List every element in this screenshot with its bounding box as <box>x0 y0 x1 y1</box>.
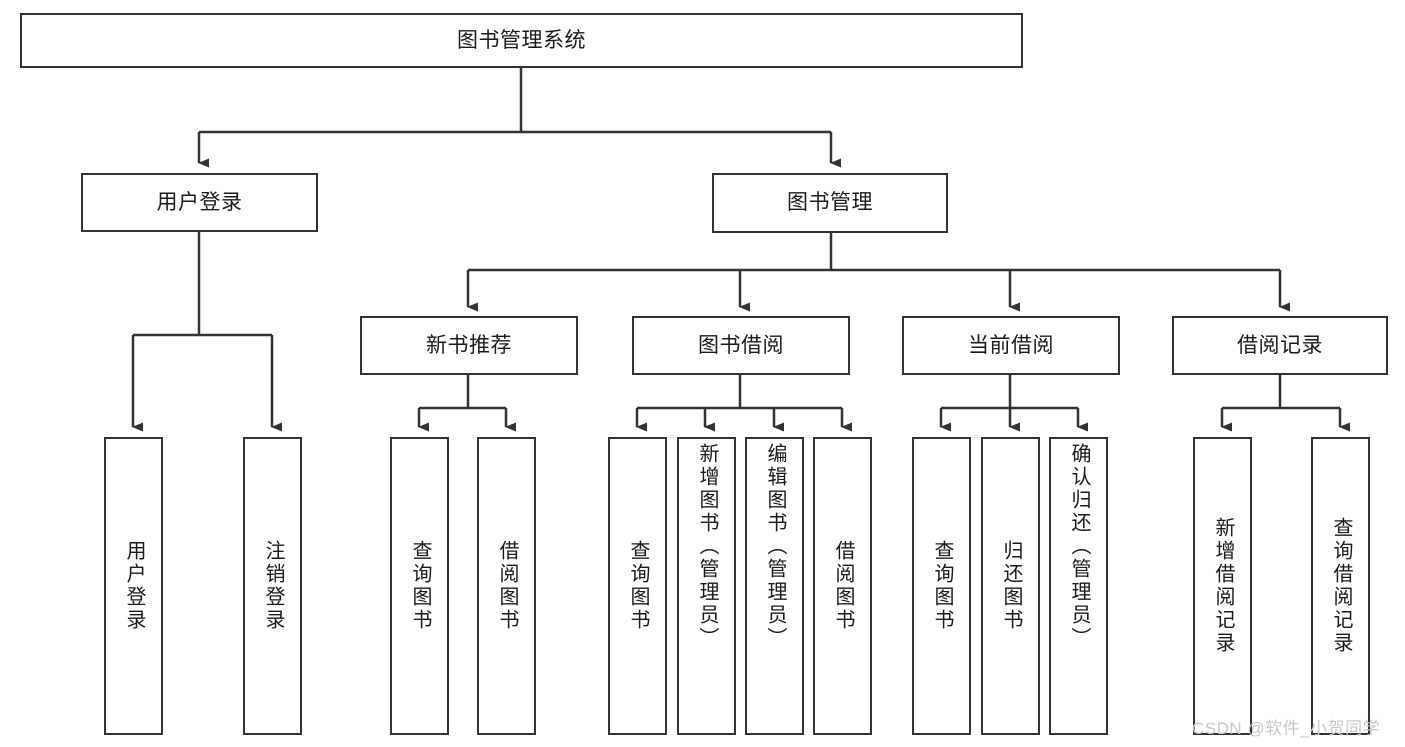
node-current-borrow-label: 当前借阅 <box>968 333 1054 357</box>
leaf-query-book-1[interactable]: 查询图书 <box>390 437 449 735</box>
leaf-edit-book[interactable]: 编辑图书（管理员） <box>745 437 804 735</box>
leaf-query-book-3[interactable]: 查询图书 <box>912 437 971 735</box>
leaf-confirm-return-label: 确认归还（管理员） <box>1068 443 1090 650</box>
leaf-user-logout[interactable]: 注销登录 <box>243 437 302 735</box>
leaf-add-book[interactable]: 新增图书（管理员） <box>677 437 736 735</box>
leaf-borrow-book-1[interactable]: 借阅图书 <box>477 437 536 735</box>
leaf-edit-book-label: 编辑图书（管理员） <box>764 443 786 650</box>
leaf-query-book-2[interactable]: 查询图书 <box>608 437 667 735</box>
node-root-label: 图书管理系统 <box>457 28 586 52</box>
leaf-user-logout-label: 注销登录 <box>262 540 284 632</box>
csdn-watermark: CSDN @软件_小贺同学 <box>1192 719 1381 738</box>
node-new-book-recommend-label: 新书推荐 <box>426 333 512 357</box>
node-book-borrow-label: 图书借阅 <box>698 333 784 357</box>
node-book-manage-label: 图书管理 <box>787 191 873 215</box>
leaf-return-book[interactable]: 归还图书 <box>981 437 1040 735</box>
node-user-login-label: 用户登录 <box>156 190 243 214</box>
leaf-user-login[interactable]: 用户登录 <box>104 437 163 735</box>
leaf-add-record[interactable]: 新增借阅记录 <box>1193 437 1252 735</box>
leaf-add-book-label: 新增图书（管理员） <box>696 443 718 650</box>
leaf-return-book-label: 归还图书 <box>1000 540 1022 632</box>
node-book-manage[interactable]: 图书管理 <box>712 173 948 233</box>
leaf-confirm-return[interactable]: 确认归还（管理员） <box>1049 437 1108 735</box>
node-new-book-recommend[interactable]: 新书推荐 <box>360 316 578 375</box>
node-root-book-management-system[interactable]: 图书管理系统 <box>20 13 1023 68</box>
leaf-query-book-2-label: 查询图书 <box>627 540 649 632</box>
node-borrow-record[interactable]: 借阅记录 <box>1172 316 1388 375</box>
leaf-query-book-3-label: 查询图书 <box>931 540 953 632</box>
leaf-add-record-label: 新增借阅记录 <box>1212 517 1234 655</box>
node-current-borrow[interactable]: 当前借阅 <box>902 316 1120 375</box>
leaf-borrow-book-1-label: 借阅图书 <box>496 540 518 632</box>
node-borrow-record-label: 借阅记录 <box>1237 333 1323 357</box>
leaf-query-book-1-label: 查询图书 <box>409 540 431 632</box>
leaf-borrow-book-2[interactable]: 借阅图书 <box>813 437 872 735</box>
leaf-user-login-label: 用户登录 <box>123 540 145 632</box>
node-user-login[interactable]: 用户登录 <box>81 173 318 232</box>
leaf-query-record[interactable]: 查询借阅记录 <box>1311 437 1370 735</box>
leaf-borrow-book-2-label: 借阅图书 <box>832 540 854 632</box>
leaf-query-record-label: 查询借阅记录 <box>1330 517 1352 655</box>
node-book-borrow[interactable]: 图书借阅 <box>632 316 850 375</box>
